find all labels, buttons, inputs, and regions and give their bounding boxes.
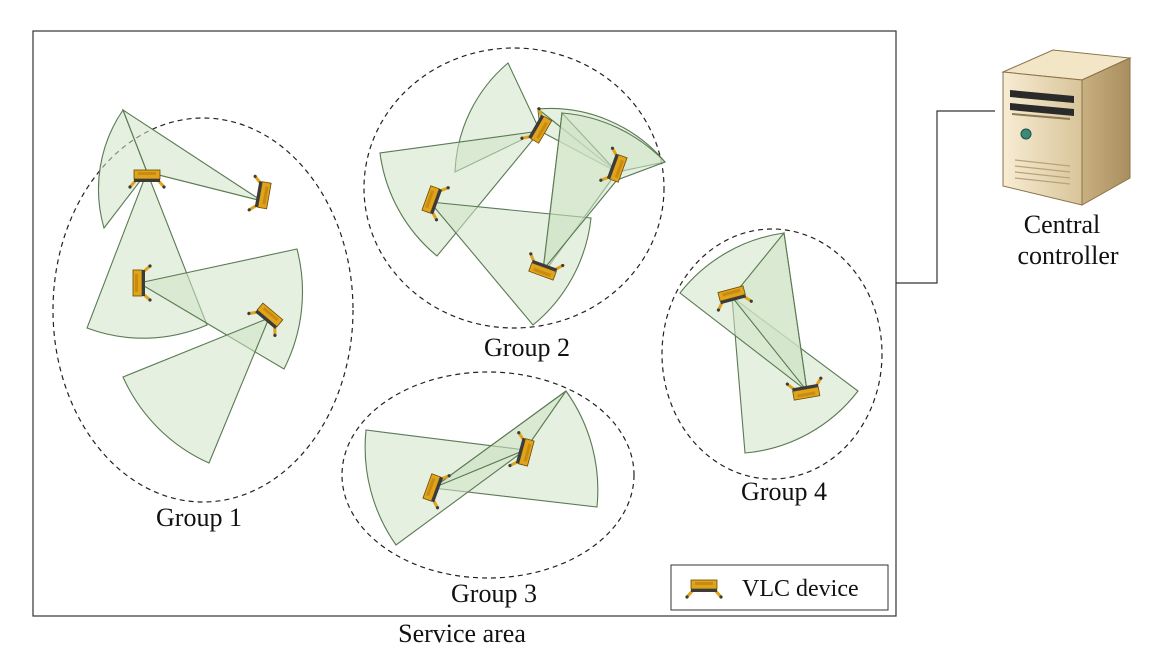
legend: VLC device	[670, 564, 889, 611]
group-1: Group 1	[52, 108, 354, 532]
controller-label-line1: Central	[1024, 210, 1101, 239]
legend-label: VLC device	[742, 576, 859, 602]
controller-label-line2: controller	[1017, 241, 1118, 270]
group-4-boundary	[661, 228, 883, 480]
group-4-label: Group 4	[741, 477, 827, 506]
group-3-boundary	[341, 371, 635, 579]
beam	[122, 316, 271, 464]
group-2-label: Group 2	[484, 333, 570, 362]
group-2: Group 2	[363, 47, 667, 362]
beam	[542, 112, 666, 272]
service-area-label: Service area	[398, 619, 526, 648]
service-area-boundary	[32, 30, 897, 617]
beam	[121, 108, 263, 202]
group-3: Group 3	[341, 371, 635, 608]
server-icon	[1001, 49, 1132, 206]
group-4: Group 4	[661, 228, 883, 506]
controller-link	[896, 110, 995, 284]
beam	[97, 108, 148, 230]
group-1-label: Group 1	[156, 503, 242, 532]
group-1-boundary	[52, 117, 354, 503]
beam	[379, 130, 542, 257]
beam	[731, 231, 808, 393]
group-3-label: Group 3	[451, 579, 537, 608]
group-2-boundary	[363, 47, 665, 329]
beam	[432, 390, 567, 489]
beam	[137, 248, 304, 370]
